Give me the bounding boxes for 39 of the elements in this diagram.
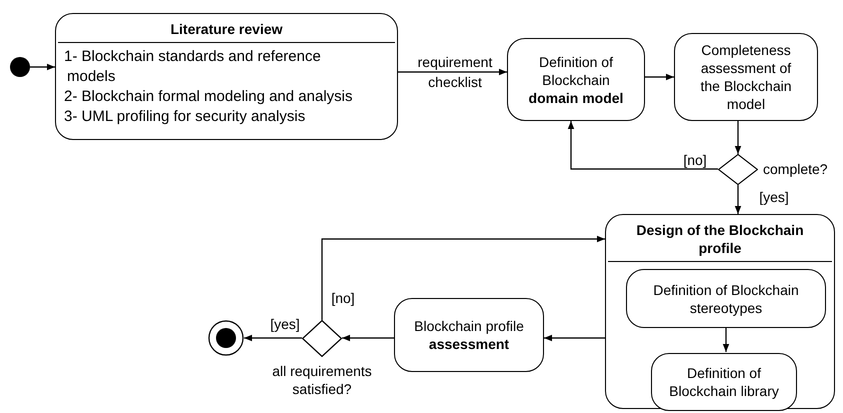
arrow	[30, 64, 55, 70]
heading: Design of the Blockchain profile	[636, 222, 804, 256]
edge-label: [no]	[682, 151, 708, 170]
composite-activity-box	[55, 13, 398, 140]
arrow	[568, 121, 718, 170]
initial-node	[10, 57, 30, 77]
activity-box	[507, 38, 645, 121]
edge-label: [yes]	[269, 315, 301, 334]
list-item: 3- UML profiling for security analysis	[64, 107, 306, 127]
edge-label: [no]	[330, 289, 356, 308]
arrow	[722, 327, 730, 352]
decision-label: all requirements satisfied?	[271, 362, 373, 398]
final-node	[208, 320, 244, 356]
activity-box	[394, 298, 544, 372]
edge-label: requirement checklist	[416, 53, 494, 92]
activity-label: Completeness assessment of the Blockchain model	[699, 41, 793, 113]
arrow	[321, 236, 605, 320]
arrow	[244, 334, 302, 342]
decision-diamond	[718, 154, 758, 185]
arrow	[734, 185, 742, 214]
arrow	[398, 68, 507, 76]
arrow	[544, 334, 605, 342]
decision-diamond	[302, 320, 342, 357]
list-item: 1- Blockchain standards and reference models	[64, 47, 322, 87]
activity-box	[626, 269, 826, 328]
decision-label: complete?	[763, 160, 829, 178]
activity-box	[674, 33, 818, 121]
activity-label: Definition of Blockchain stereotypes	[652, 280, 800, 316]
activity-label: Definition of Blockchain library	[668, 364, 780, 400]
list-item: 2- Blockchain formal modeling and analysis	[64, 87, 354, 107]
composite-activity-box	[605, 214, 835, 409]
activity-label: Definition of Blockchain domain model	[528, 52, 624, 106]
edge-label: [yes]	[758, 188, 790, 207]
activity-box	[651, 353, 797, 411]
arrow	[645, 74, 674, 80]
activity-label: Blockchain profile assessment	[413, 317, 525, 353]
arrow	[734, 121, 742, 154]
heading: Literature review	[170, 21, 283, 37]
arrow	[342, 334, 394, 342]
